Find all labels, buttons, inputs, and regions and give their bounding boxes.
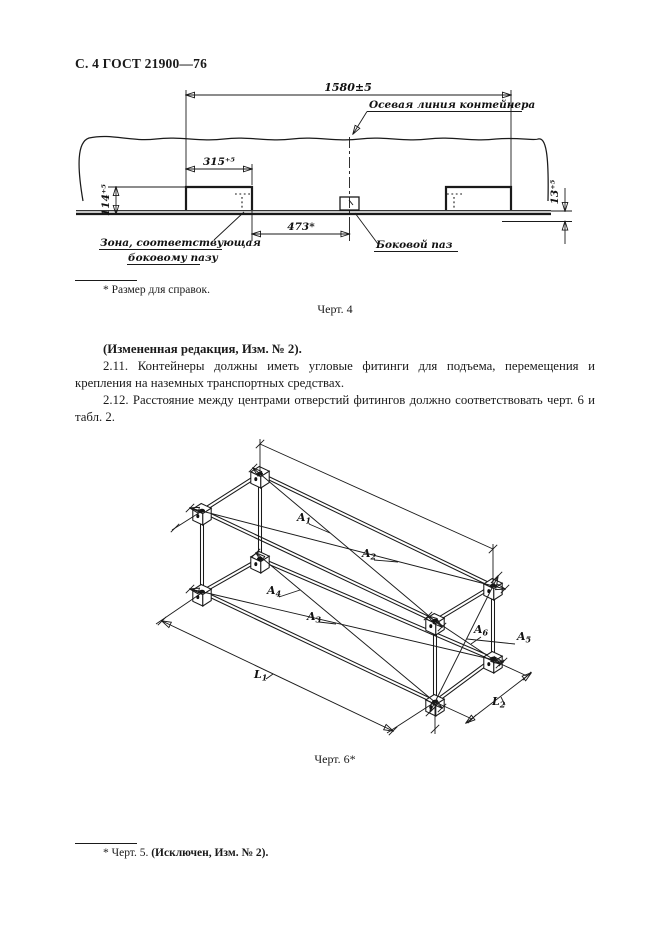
diagonal-dimension-lines xyxy=(162,468,531,731)
corner-fittings xyxy=(192,465,503,717)
footer-footnote-rule xyxy=(75,843,137,844)
frame-rails xyxy=(199,472,496,704)
fork-pocket-left xyxy=(184,185,254,210)
slot-label: Боковой паз xyxy=(375,238,453,251)
container-bottom-outline xyxy=(76,135,551,222)
body-text: (Измененная редакция, Изм. № 2). 2.11. К… xyxy=(75,341,595,426)
fork-pocket-right xyxy=(444,185,513,210)
footnote-rule xyxy=(75,280,137,281)
label-a1: A1 xyxy=(296,511,311,526)
dim-473 xyxy=(252,211,350,241)
dim-315-value: 315⁺⁵ xyxy=(203,156,235,168)
fig6-caption: Черт. 6* xyxy=(314,752,356,766)
label-a4: A4 xyxy=(266,584,282,599)
label-l1: L1 xyxy=(253,668,267,683)
footer-footnote-bold: (Исключен, Изм. № 2). xyxy=(151,847,269,859)
fig4-footnote: * Размер для справок. xyxy=(75,280,595,296)
paragraph-2-11: 2.11. Контейнеры должны иметь угловые фи… xyxy=(75,359,595,390)
label-a3: A3 xyxy=(306,610,322,625)
amendment-note: (Измененная редакция, Изм. № 2). xyxy=(103,342,302,356)
dim-473-value: 473* xyxy=(287,221,315,233)
page-header: С. 4 ГОСТ 21900—76 xyxy=(75,56,208,71)
fig4-drawing: 1580±5 Осевая линия контейнера 315⁺⁵ 473… xyxy=(76,81,572,265)
axis-label: Осевая линия контейнера xyxy=(369,98,535,111)
dim-13-value: 13⁺⁵ xyxy=(549,179,561,204)
label-a6: A6 xyxy=(473,623,489,638)
dim-315 xyxy=(186,164,252,185)
dim-114 xyxy=(108,187,186,214)
dim-114-value: 114⁺⁵ xyxy=(100,184,112,216)
slot-label-leader xyxy=(354,212,458,252)
axis-label-leader xyxy=(353,111,522,135)
extension-lines xyxy=(155,439,532,736)
footer-footnote-text: * Черт. 5. xyxy=(103,847,152,859)
paragraph-2-12: 2.12. Расстояние между центрами отверсти… xyxy=(75,393,595,424)
label-a2: A2 xyxy=(361,547,377,562)
dim-13 xyxy=(551,188,572,244)
zone-label-leader xyxy=(99,211,245,265)
footer-footnote: * Черт. 5. (Исключен, Изм. № 2). xyxy=(75,843,595,859)
zone-label-line2: боковому пазу xyxy=(128,252,219,264)
fig4-caption: Черт. 4 xyxy=(317,302,353,316)
fig4-footnote-text: * Размер для справок. xyxy=(103,284,210,296)
label-a5: A5 xyxy=(516,630,532,645)
zone-label-line1: Зона, соответствующая xyxy=(100,237,261,249)
dim-1580-value: 1580±5 xyxy=(324,81,372,94)
label-l2: L2 xyxy=(491,695,506,710)
label-leaders xyxy=(265,523,516,706)
fig6-drawing: A1 A2 A4 A3 A6 A5 L1 L2 xyxy=(155,439,570,736)
